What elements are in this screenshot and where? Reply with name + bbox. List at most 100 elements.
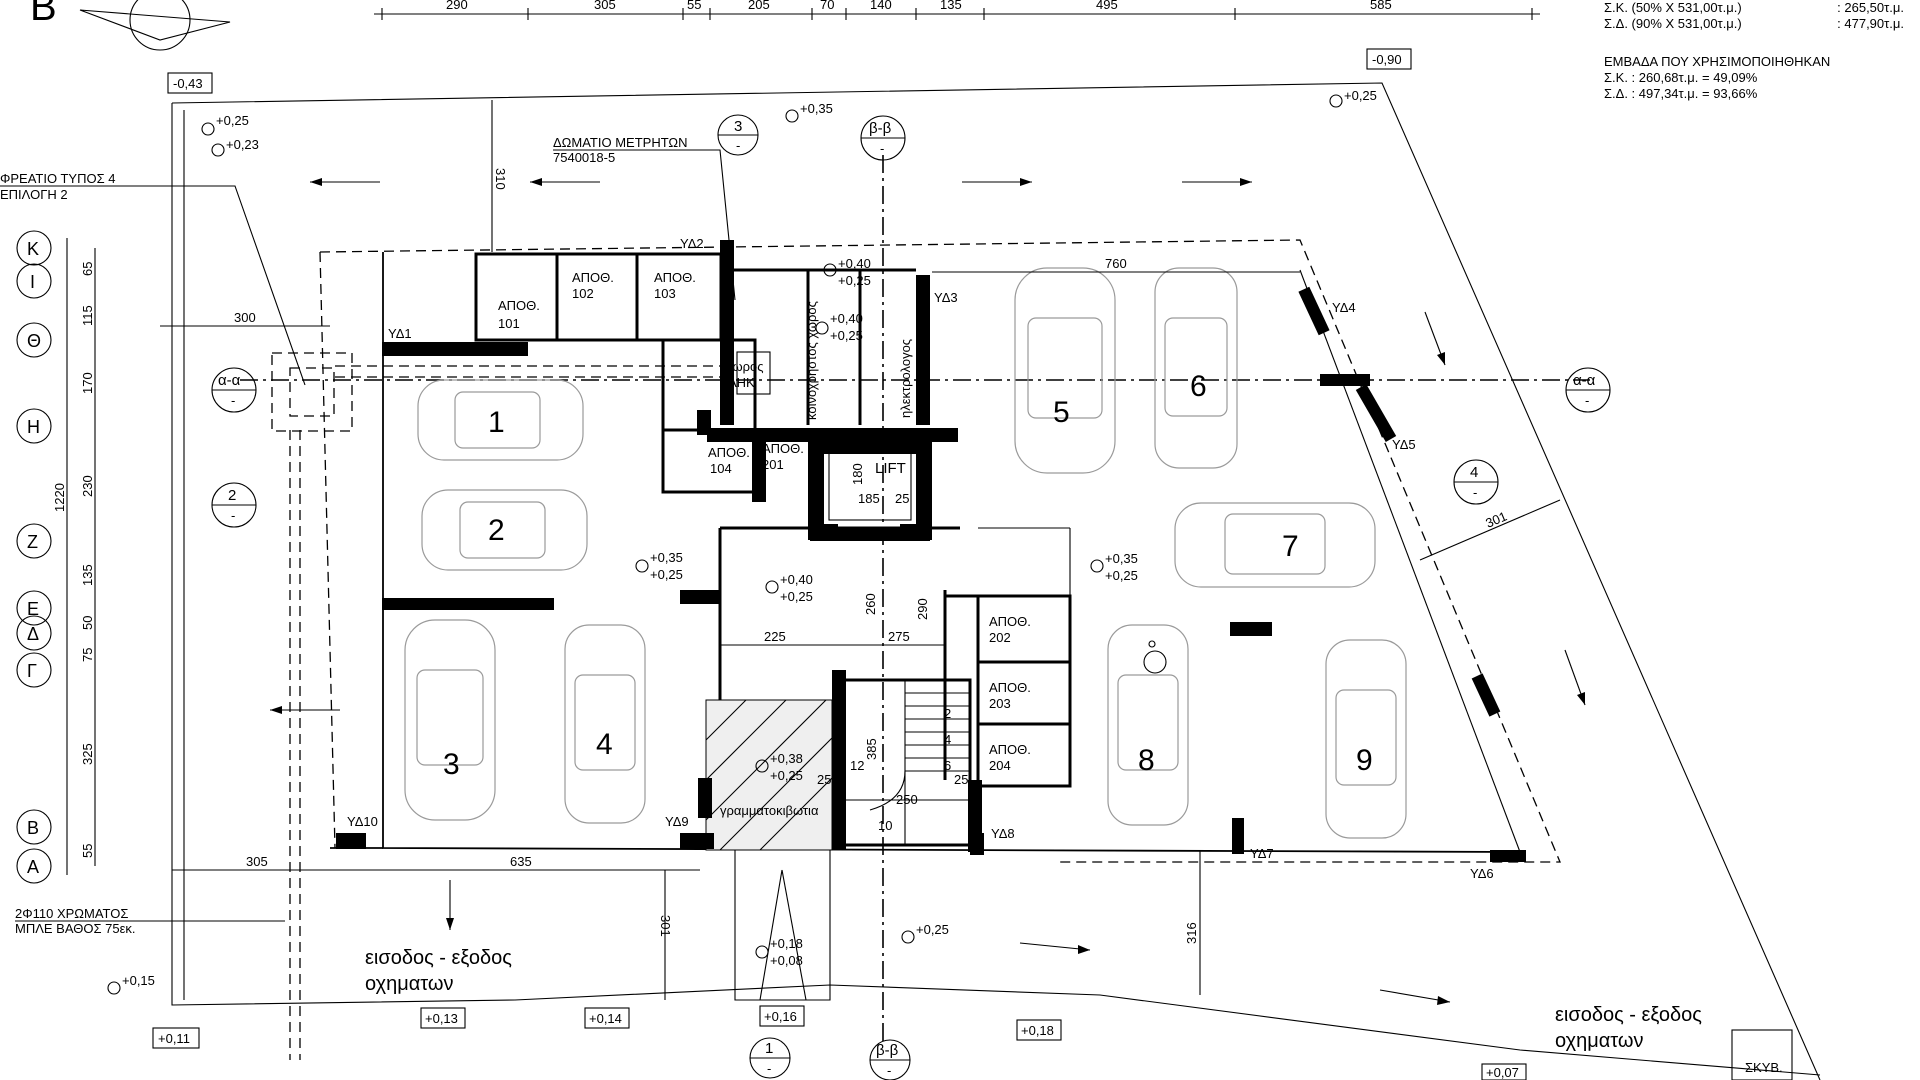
room-apoth-104: ΑΠΟΘ. bbox=[708, 445, 750, 460]
grid-axes: Κ Ι Θ Η Ζ Ε Δ Γ Β Α bbox=[16, 230, 52, 884]
car-1 bbox=[417, 379, 584, 461]
svg-text:+0,25: +0,25 bbox=[1344, 88, 1377, 103]
dim-axis: 55 bbox=[80, 844, 95, 858]
level-box: +0,16 bbox=[759, 1005, 805, 1027]
traffic-arrow-icon bbox=[1182, 178, 1252, 186]
level-marker: +0,15 bbox=[107, 973, 155, 995]
section-mark: 2 - bbox=[211, 482, 257, 528]
dim-top-135: 135 bbox=[940, 0, 962, 12]
column-label: ΥΔ8 bbox=[991, 826, 1015, 841]
dim-top-305: 305 bbox=[594, 0, 616, 12]
dim-25-stair-2: 25 bbox=[954, 772, 968, 787]
site-boundary bbox=[171, 82, 1821, 1080]
level-marker: +0,40 +0,25 bbox=[765, 572, 813, 604]
pipe-note-depth: ΜΠΛΕ ΒΑΘΟΣ 75εκ. bbox=[15, 921, 136, 936]
beam-yd1 bbox=[382, 342, 528, 356]
axis-bubble: Α bbox=[16, 848, 52, 884]
dim-760: 760 bbox=[1105, 256, 1127, 271]
level-marker: +0,40 +0,25 bbox=[815, 311, 863, 343]
svg-text:-: - bbox=[736, 138, 740, 153]
dim-axis-total: 1220 bbox=[52, 483, 67, 512]
dim-25-stair: 25 bbox=[817, 772, 831, 787]
svg-text:Β: Β bbox=[27, 818, 39, 838]
room-ahk: χωρος bbox=[726, 359, 764, 374]
column-label: ΥΔ5 bbox=[1392, 437, 1416, 452]
mailbox-rack bbox=[698, 778, 712, 818]
dim-top-55: 55 bbox=[687, 0, 701, 12]
column-yd8 bbox=[970, 833, 984, 855]
dim-axis: 50 bbox=[80, 616, 95, 630]
svg-text:-0,43: -0,43 bbox=[173, 76, 203, 91]
column bbox=[697, 410, 711, 435]
traffic-arrow-icon bbox=[962, 178, 1032, 186]
traffic-arrow-icon bbox=[1379, 989, 1451, 1005]
dim-top-205: 205 bbox=[748, 0, 770, 12]
svg-text:-: - bbox=[1473, 485, 1477, 500]
dim-axis: 75 bbox=[80, 648, 95, 662]
wheelchair-icon bbox=[1143, 640, 1167, 674]
manhole-note: ΦΡΕΑΤΙΟ ΤΥΠΟΣ 4 bbox=[0, 171, 115, 186]
parking-number: 9 bbox=[1356, 744, 1373, 777]
room-apoth-201: ΑΠΟΘ. bbox=[762, 441, 804, 456]
level-box: +0,11 bbox=[152, 1027, 200, 1049]
column-label: ΥΔ9 bbox=[665, 814, 689, 829]
bins-area bbox=[1731, 1029, 1793, 1080]
manhole-note-option: ΕΠΙΛΟΓΗ 2 bbox=[0, 187, 68, 202]
column-label: ΥΔ3 bbox=[934, 290, 958, 305]
level-marker: +0,25 bbox=[901, 922, 949, 944]
svg-text:+0,25: +0,25 bbox=[780, 589, 813, 604]
axis-bubble: Η bbox=[16, 408, 52, 444]
dim-290: 290 bbox=[915, 598, 930, 620]
svg-text:-: - bbox=[887, 1063, 891, 1078]
level-box: -0,43 bbox=[167, 72, 213, 94]
room-apoth-203-number: 203 bbox=[989, 696, 1011, 711]
axis-bubble: Θ bbox=[16, 322, 52, 358]
column-label: ΥΔ4 bbox=[1332, 300, 1356, 315]
level-box: -0,90 bbox=[1366, 48, 1412, 70]
svg-text:+0,25: +0,25 bbox=[770, 768, 803, 783]
level-box: +0,13 bbox=[420, 1007, 466, 1029]
svg-text:-0,90: -0,90 bbox=[1372, 52, 1402, 67]
dim-385: 385 bbox=[864, 738, 879, 760]
level-box: +0,07 bbox=[1481, 1063, 1527, 1080]
svg-text:+0,18: +0,18 bbox=[770, 936, 803, 951]
dim-635: 635 bbox=[510, 854, 532, 869]
dim-axis: 135 bbox=[80, 564, 95, 586]
svg-text:+0,15: +0,15 bbox=[122, 973, 155, 988]
dim-25: 25 bbox=[895, 491, 909, 506]
column-label: ΥΔ1 bbox=[388, 326, 412, 341]
dim-axis: 115 bbox=[80, 305, 95, 326]
upper-floor-outline bbox=[319, 239, 1561, 863]
level-box: +0,18 bbox=[1016, 1019, 1062, 1041]
svg-text:Δ: Δ bbox=[27, 624, 39, 644]
svg-text:+0,25: +0,25 bbox=[216, 113, 249, 128]
coverage-line: Σ.Κ. (50% Χ 531,00τ.μ.) : 265,50τ.μ. bbox=[1604, 0, 1904, 15]
room-apoth-203: ΑΠΟΘ. bbox=[989, 680, 1031, 695]
level-marker: +0,35 +0,25 bbox=[635, 550, 683, 582]
traffic-arrow-icon bbox=[1424, 311, 1446, 366]
dim-225: 225 bbox=[764, 629, 786, 644]
section-letter: Β bbox=[30, 0, 57, 29]
room-apoth-102: ΑΠΟΘ. bbox=[572, 270, 614, 285]
parking-number: 2 bbox=[488, 514, 505, 547]
dim-axis: 65 bbox=[80, 262, 95, 276]
room-apoth-102-number: 102 bbox=[572, 286, 594, 301]
svg-text:-: - bbox=[767, 1061, 771, 1076]
section-mark: α-α - bbox=[1565, 367, 1611, 413]
level-marker: +0,35 bbox=[785, 101, 833, 123]
mailboxes-label: γραμματοκιβωτια bbox=[720, 803, 819, 818]
meter-room-number: 7540018-5 bbox=[553, 150, 615, 165]
level-box: +0,14 bbox=[584, 1007, 630, 1029]
ground-floor-outline bbox=[382, 252, 1521, 853]
svg-text:β-β: β-β bbox=[869, 120, 892, 137]
section-mark: α-α - bbox=[211, 367, 257, 413]
room-apoth-204-number: 204 bbox=[989, 758, 1011, 773]
svg-text:+0,18: +0,18 bbox=[1021, 1023, 1054, 1038]
svg-text:3: 3 bbox=[734, 118, 742, 135]
dim-300: 300 bbox=[234, 310, 256, 325]
svg-text:β-β: β-β bbox=[876, 1042, 899, 1059]
entrance-label: εισοδος - εξοδος bbox=[1555, 1004, 1702, 1026]
dimension-line bbox=[1419, 499, 1561, 561]
site-boundary-west bbox=[171, 103, 1821, 1076]
svg-text:Θ: Θ bbox=[27, 331, 41, 351]
